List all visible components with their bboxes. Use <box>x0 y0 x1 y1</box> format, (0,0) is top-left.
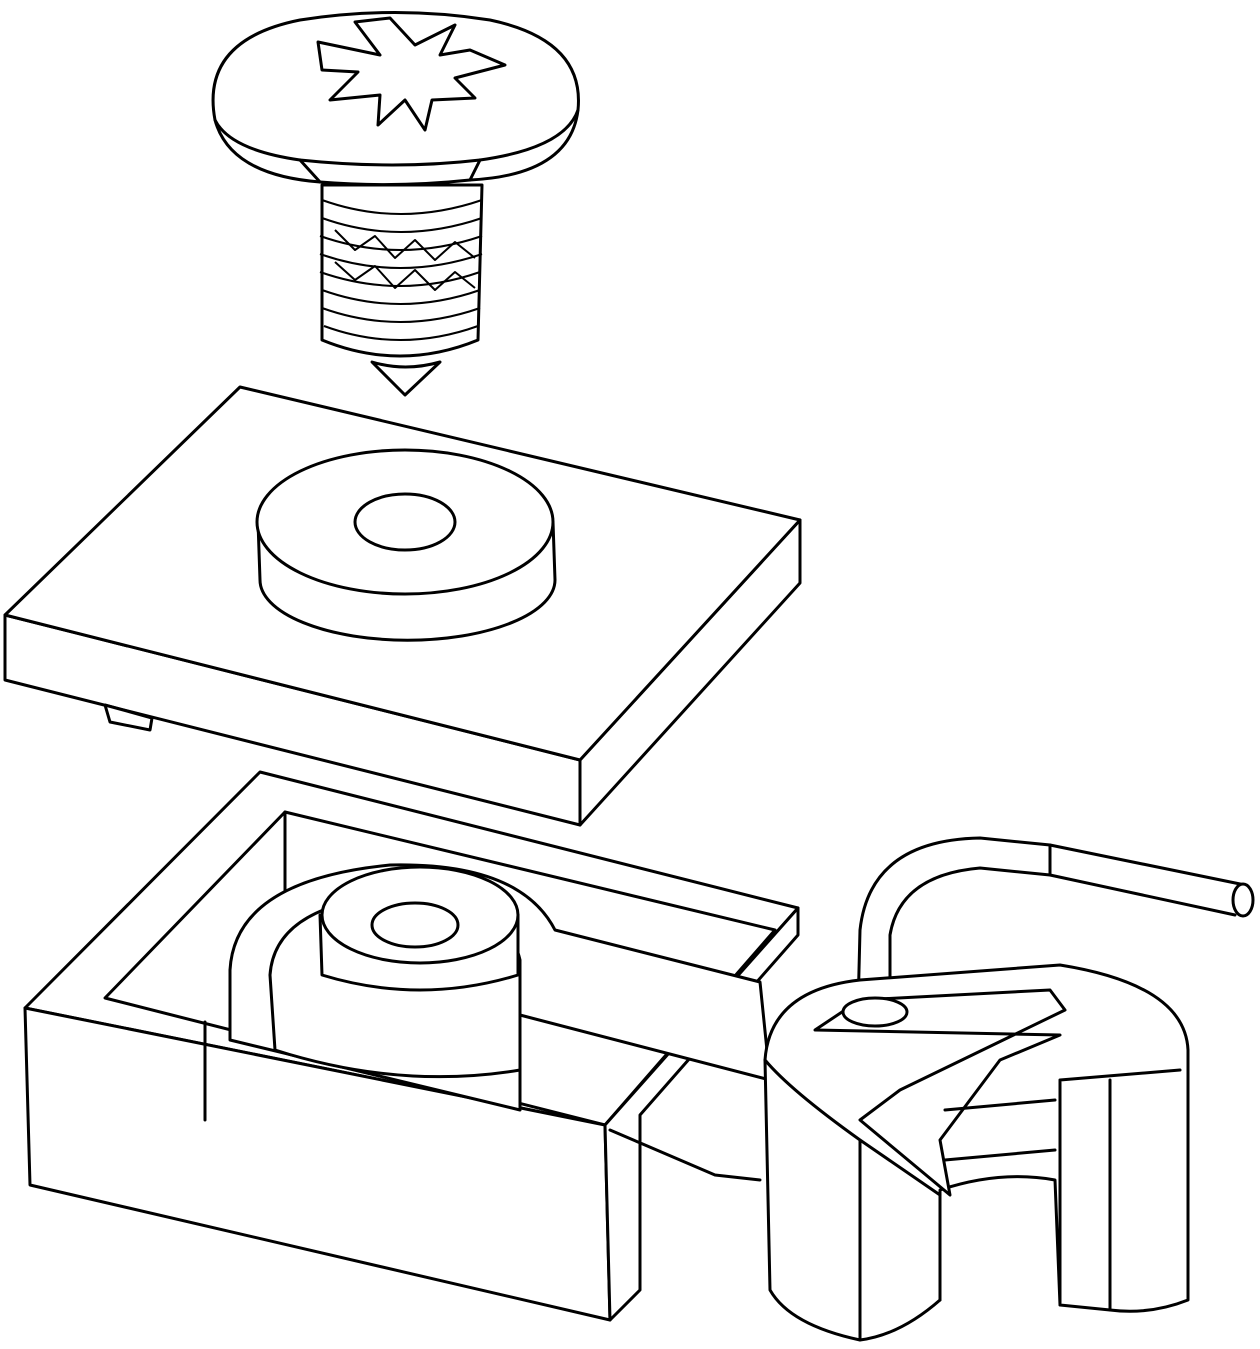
clip-latch <box>813 988 1067 1197</box>
screw-head <box>211 11 580 187</box>
screw <box>211 11 580 397</box>
plate-boss <box>255 448 557 642</box>
wire-hole <box>841 996 909 1028</box>
spool-hole <box>370 901 460 949</box>
mounting-plate <box>3 385 802 827</box>
screw-shank <box>319 183 484 397</box>
clip-wire <box>856 836 1247 1012</box>
base-right-wall <box>603 906 800 1322</box>
base-housing <box>23 770 800 1322</box>
plate-tab <box>103 703 154 732</box>
phillips-recess <box>316 16 507 132</box>
wire-clip <box>763 836 1255 1342</box>
base-spool <box>228 863 772 1112</box>
boss-hole <box>353 492 457 552</box>
wire-end <box>1231 882 1255 918</box>
